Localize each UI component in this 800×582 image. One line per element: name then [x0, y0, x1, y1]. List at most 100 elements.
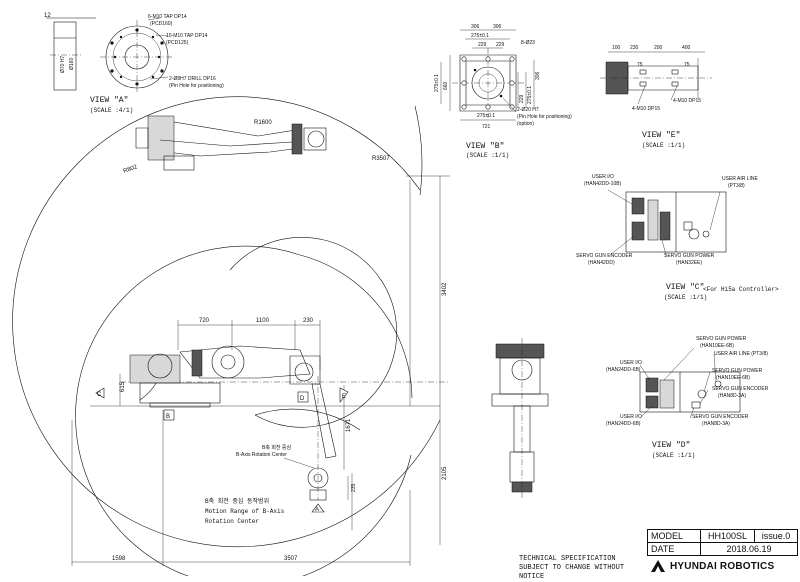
- view-b-dim-275-bottom: 275±0.1: [477, 113, 495, 119]
- view-c-power-part: (HAN32EE): [676, 260, 702, 266]
- view-c-title: VIEW "C": [666, 283, 704, 292]
- view-d-servo-power: SERVO GUN POWER: [696, 336, 747, 342]
- technical-notice: TECHNICAL SPECIFICATION SUBJECT TO CHANG…: [519, 555, 625, 581]
- view-d-servo-power-2: SERVO GUN POWER: [712, 368, 763, 374]
- b-axis-note-en: B-Axis Rotation Center: [236, 452, 287, 458]
- view-e-dim-75-right: 75: [684, 62, 690, 68]
- view-a-note-tap2: 10-M10 TAP DP14: [166, 33, 208, 39]
- view-b-scale: (SCALE :1/1): [466, 152, 509, 159]
- dim-235: 235: [351, 483, 357, 492]
- view-b-dim-275-right: 275±0.1: [527, 86, 533, 104]
- view-b-dim-229-right: 229: [519, 94, 525, 103]
- brand-row: HYUNDAI ROBOTICS: [650, 558, 800, 574]
- callout-d: D: [300, 396, 305, 402]
- view-b-note-pin-desc: (Pin Hole for positioning): [517, 114, 572, 120]
- view-d-encoder-2: SERVO GUN ENCODER: [692, 414, 749, 420]
- view-d-user-io-2: USER I/O: [620, 414, 642, 420]
- view-e-note-tap: 4-M10 DP15: [632, 106, 660, 112]
- view-b-note-option: (option): [517, 121, 534, 127]
- view-e-title: VIEW "E": [642, 131, 680, 140]
- view-d-air-line: USER AIR LINE (PT3/8): [714, 351, 768, 357]
- view-a-dim-160: Ø160: [69, 58, 75, 70]
- view-a-flange-drawing: 12 Ø70 H7 Ø160 6-M10 TAP DP14 (PCD160) 1…: [44, 13, 224, 114]
- view-b-dim-2: 306: [493, 24, 502, 30]
- dim-r3507: R3507: [372, 156, 390, 162]
- view-c-encoder: SERVO GUN ENCODER: [576, 253, 633, 259]
- issue-value: issue.0: [754, 529, 798, 543]
- view-b-dim-5: 229: [496, 42, 505, 48]
- top-view-robot: R1600 R3507 R802: [123, 115, 390, 175]
- view-d-encoder-part: (HAN8D-3A): [718, 393, 746, 399]
- view-e-dim-100: 100: [612, 45, 621, 51]
- view-e-dim-400: 400: [682, 45, 691, 51]
- view-a-note-tap1-pcd: (PCD160): [150, 21, 173, 27]
- date-label: DATE: [647, 542, 701, 556]
- view-d-user-io-part: (HAN24DD-6B): [606, 367, 641, 373]
- view-a-title: VIEW "A": [90, 96, 128, 105]
- view-e-dim-200: 200: [654, 45, 663, 51]
- dim-3402: 3402: [442, 282, 448, 296]
- view-c-controller-note: <For Hi5a Controller>: [703, 286, 779, 293]
- view-d-encoder: SERVO GUN ENCODER: [712, 386, 769, 392]
- main-side-view: 720 1100 230 1671 235 3402 2105 615 15: [12, 96, 450, 576]
- motion-range-en-1: Motion Range of B-Axis: [205, 508, 285, 515]
- dim-r1600: R1600: [254, 120, 272, 126]
- dim-3507: 3507: [284, 556, 298, 562]
- callout-a: A: [315, 507, 319, 513]
- b-axis-note-kr: B축 회전 중심: [262, 444, 291, 451]
- view-d-connector-panel: SERVO GUN POWER (HAN10EE-6B) USER I/O (H…: [606, 336, 769, 459]
- view-c-user-io-part: (HAN42DD-10B): [584, 181, 622, 187]
- view-e-dim-230: 230: [630, 45, 639, 51]
- view-b-note-holes: 8-Ø23: [521, 40, 535, 46]
- view-d-title: VIEW "D": [652, 441, 690, 450]
- view-b-dim-660: 660: [443, 81, 449, 90]
- view-b-dim-1: 306: [471, 24, 480, 30]
- view-c-scale: (SCALE :1/1): [664, 294, 707, 301]
- motion-range-kr: B축 회전 중심 동작범위: [205, 497, 269, 505]
- view-e-arm-drawing: 100 230 200 400 75 75 4-M10 DP15 4-M10 D…: [600, 45, 712, 149]
- dim-1100: 1100: [256, 318, 270, 324]
- view-a-note-tap1: 6-M10 TAP DP14: [148, 14, 187, 20]
- view-e-scale: (SCALE :1/1): [642, 142, 685, 149]
- view-a-note-pin: (Pin Hole for positioning): [169, 83, 224, 89]
- view-b-dim-306-right: 306: [535, 71, 541, 80]
- view-d-user-io: USER I/O: [620, 360, 642, 366]
- dim-2105: 2105: [442, 466, 448, 480]
- dim-720: 720: [199, 318, 210, 324]
- view-b-base-drawing: 306 306 275±0.1 229 229 8-Ø23 660 275±0.…: [434, 24, 572, 159]
- callout-c: C: [97, 392, 102, 398]
- brand-name: HYUNDAI ROBOTICS: [670, 560, 775, 572]
- view-e-note-tap-2: 4-M10 DP15: [673, 98, 701, 104]
- motion-range-en-2: Rotation Center: [205, 518, 259, 525]
- title-block: MODEL HH100SL issue.0 DATE 2018.06.19: [647, 529, 798, 574]
- dim-615: 615: [120, 381, 126, 392]
- dim-1671: 1671: [346, 418, 352, 432]
- view-c-encoder-part: (HAN42DD): [588, 260, 615, 266]
- view-d-user-io-2-part: (HAN24DD-6B): [606, 421, 641, 427]
- view-c-user-io: USER I/O: [592, 174, 614, 180]
- view-c-power: SERVO GUN POWER: [664, 253, 715, 259]
- model-label: MODEL: [647, 529, 701, 543]
- view-b-dim-275-left: 275±0.1: [434, 74, 440, 92]
- front-view-robot: [491, 338, 549, 500]
- view-d-encoder-2-part: (HAN8D-3A): [702, 421, 730, 427]
- view-d-servo-power-part: (HAN10EE-6B): [700, 343, 734, 349]
- view-b-title: VIEW "B": [466, 142, 504, 151]
- view-b-dim-3: 275±0.1: [471, 33, 489, 39]
- title-block-table: MODEL HH100SL issue.0 DATE 2018.06.19: [647, 529, 798, 556]
- view-c-connector-panel: USER I/O (HAN42DD-10B) USER AIR LINE (PT…: [576, 174, 779, 301]
- view-e-dim-75-left: 75: [637, 62, 643, 68]
- view-c-air-line: USER AIR LINE: [722, 176, 759, 182]
- view-b-note-pin: 2-Ø20 H7: [517, 107, 539, 113]
- view-c-air-part: (PT3/8): [728, 183, 745, 189]
- view-a-note-drill: 2-Ø8H7 DRILL DP16: [169, 76, 216, 82]
- view-d-scale: (SCALE :1/1): [652, 452, 695, 459]
- callout-b: B: [166, 414, 170, 420]
- view-b-dim-721: 721: [482, 124, 491, 130]
- callout-e: E: [342, 394, 346, 400]
- view-a-note-tap2-pcd: (PCD125): [166, 40, 189, 46]
- hyundai-logo-icon: [651, 560, 665, 572]
- dim-1598: 1598: [112, 556, 126, 562]
- view-a-dim-h7: Ø70 H7: [60, 56, 66, 73]
